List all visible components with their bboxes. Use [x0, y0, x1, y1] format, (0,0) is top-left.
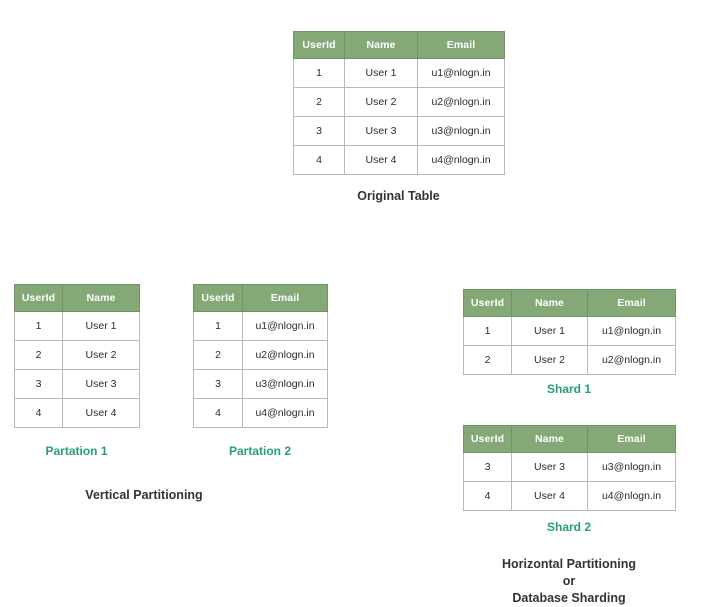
- cell-userid: 1: [293, 58, 345, 88]
- cell-userid: 1: [463, 316, 512, 346]
- cell-name: User 2: [62, 340, 140, 370]
- cell-userid: 2: [193, 340, 243, 370]
- table-header-row: UserId Email: [193, 284, 328, 312]
- table-header-row: UserId Name Email: [293, 31, 505, 59]
- shard-2-table-header: UserId Name Email: [463, 425, 676, 453]
- partition-1-caption: Partation 1: [45, 444, 108, 458]
- cell-name: User 4: [511, 481, 588, 511]
- partition-2-table-body: 1 u1@nlogn.in 2 u2@nlogn.in 3 u3@nlogn.i…: [193, 311, 328, 428]
- cell-name: User 1: [344, 58, 418, 88]
- horizontal-caption-line-1: Horizontal Partitioning: [501, 557, 637, 571]
- table-row: 4 u4@nlogn.in: [193, 398, 328, 428]
- table-row: 3 User 3: [14, 369, 140, 399]
- cell-userid: 3: [293, 116, 345, 146]
- cell-userid: 4: [463, 481, 512, 511]
- column-header-userid: UserId: [293, 31, 345, 59]
- cell-userid: 4: [14, 398, 63, 428]
- shard-1-table: UserId Name Email 1 User 1 u1@nlogn.in 2…: [463, 289, 676, 375]
- shard-1-table-header: UserId Name Email: [463, 289, 676, 317]
- cell-email: u3@nlogn.in: [587, 452, 676, 482]
- table-row: 2 u2@nlogn.in: [193, 340, 328, 370]
- partition-1-table: UserId Name 1 User 1 2 User 2 3 User 3 4…: [14, 284, 140, 428]
- table-row: 3 User 3 u3@nlogn.in: [463, 452, 676, 482]
- table-row: 2 User 2: [14, 340, 140, 370]
- table-header-row: UserId Name Email: [463, 289, 676, 317]
- table-row: 2 User 2 u2@nlogn.in: [293, 87, 505, 117]
- column-header-name: Name: [344, 31, 418, 59]
- table-row: 4 User 4 u4@nlogn.in: [293, 145, 505, 175]
- partition-1-table-body: 1 User 1 2 User 2 3 User 3 4 User 4: [14, 311, 140, 428]
- cell-email: u3@nlogn.in: [242, 369, 328, 399]
- cell-name: User 4: [344, 145, 418, 175]
- cell-name: User 1: [511, 316, 588, 346]
- cell-name: User 4: [62, 398, 140, 428]
- table-row: 2 User 2 u2@nlogn.in: [463, 345, 676, 375]
- cell-email: u3@nlogn.in: [417, 116, 505, 146]
- horizontal-caption-line-3: Database Sharding: [512, 591, 626, 605]
- cell-name: User 2: [511, 345, 588, 375]
- partition-2-table-header: UserId Email: [193, 284, 328, 312]
- cell-name: User 2: [344, 87, 418, 117]
- column-header-name: Name: [511, 425, 588, 453]
- column-header-email: Email: [417, 31, 505, 59]
- original-table-body: 1 User 1 u1@nlogn.in 2 User 2 u2@nlogn.i…: [293, 58, 505, 175]
- table-header-row: UserId Name: [14, 284, 140, 312]
- cell-userid: 2: [463, 345, 512, 375]
- table-row: 1 User 1: [14, 311, 140, 341]
- original-table-header: UserId Name Email: [293, 31, 505, 59]
- partition-1-table-header: UserId Name: [14, 284, 140, 312]
- column-header-email: Email: [242, 284, 328, 312]
- table-row: 4 User 4: [14, 398, 140, 428]
- table-row: 4 User 4 u4@nlogn.in: [463, 481, 676, 511]
- original-table-caption: Original Table: [357, 189, 440, 203]
- cell-userid: 3: [14, 369, 63, 399]
- cell-email: u1@nlogn.in: [587, 316, 676, 346]
- cell-userid: 4: [193, 398, 243, 428]
- cell-name: User 3: [344, 116, 418, 146]
- cell-userid: 1: [193, 311, 243, 341]
- cell-email: u1@nlogn.in: [417, 58, 505, 88]
- column-header-name: Name: [511, 289, 588, 317]
- horizontal-caption-line-2: or: [562, 574, 576, 588]
- shard-2-table-body: 3 User 3 u3@nlogn.in 4 User 4 u4@nlogn.i…: [463, 452, 676, 511]
- shard-1-caption: Shard 1: [546, 382, 591, 396]
- cell-email: u2@nlogn.in: [417, 87, 505, 117]
- shard-1-table-body: 1 User 1 u1@nlogn.in 2 User 2 u2@nlogn.i…: [463, 316, 676, 375]
- shard-2-caption: Shard 2: [546, 520, 591, 534]
- cell-email: u4@nlogn.in: [587, 481, 676, 511]
- table-row: 3 User 3 u3@nlogn.in: [293, 116, 505, 146]
- table-row: 3 u3@nlogn.in: [193, 369, 328, 399]
- vertical-partitioning-caption: Vertical Partitioning: [85, 488, 203, 502]
- original-table: UserId Name Email 1 User 1 u1@nlogn.in 2…: [293, 31, 505, 175]
- cell-name: User 3: [62, 369, 140, 399]
- table-row: 1 User 1 u1@nlogn.in: [463, 316, 676, 346]
- column-header-userid: UserId: [193, 284, 243, 312]
- table-row: 1 User 1 u1@nlogn.in: [293, 58, 505, 88]
- shard-2-table: UserId Name Email 3 User 3 u3@nlogn.in 4…: [463, 425, 676, 511]
- cell-name: User 3: [511, 452, 588, 482]
- cell-email: u2@nlogn.in: [242, 340, 328, 370]
- column-header-userid: UserId: [14, 284, 63, 312]
- cell-email: u1@nlogn.in: [242, 311, 328, 341]
- column-header-email: Email: [587, 425, 676, 453]
- cell-email: u4@nlogn.in: [242, 398, 328, 428]
- cell-name: User 1: [62, 311, 140, 341]
- column-header-name: Name: [62, 284, 140, 312]
- partition-2-table: UserId Email 1 u1@nlogn.in 2 u2@nlogn.in…: [193, 284, 328, 428]
- table-header-row: UserId Name Email: [463, 425, 676, 453]
- column-header-userid: UserId: [463, 289, 512, 317]
- partition-2-caption: Partation 2: [228, 444, 291, 458]
- cell-userid: 3: [463, 452, 512, 482]
- cell-userid: 1: [14, 311, 63, 341]
- cell-email: u2@nlogn.in: [587, 345, 676, 375]
- cell-userid: 2: [293, 87, 345, 117]
- cell-userid: 4: [293, 145, 345, 175]
- cell-userid: 2: [14, 340, 63, 370]
- table-row: 1 u1@nlogn.in: [193, 311, 328, 341]
- column-header-userid: UserId: [463, 425, 512, 453]
- horizontal-partitioning-caption: Horizontal Partitioning or Database Shar…: [463, 556, 675, 607]
- column-header-email: Email: [587, 289, 676, 317]
- cell-userid: 3: [193, 369, 243, 399]
- cell-email: u4@nlogn.in: [417, 145, 505, 175]
